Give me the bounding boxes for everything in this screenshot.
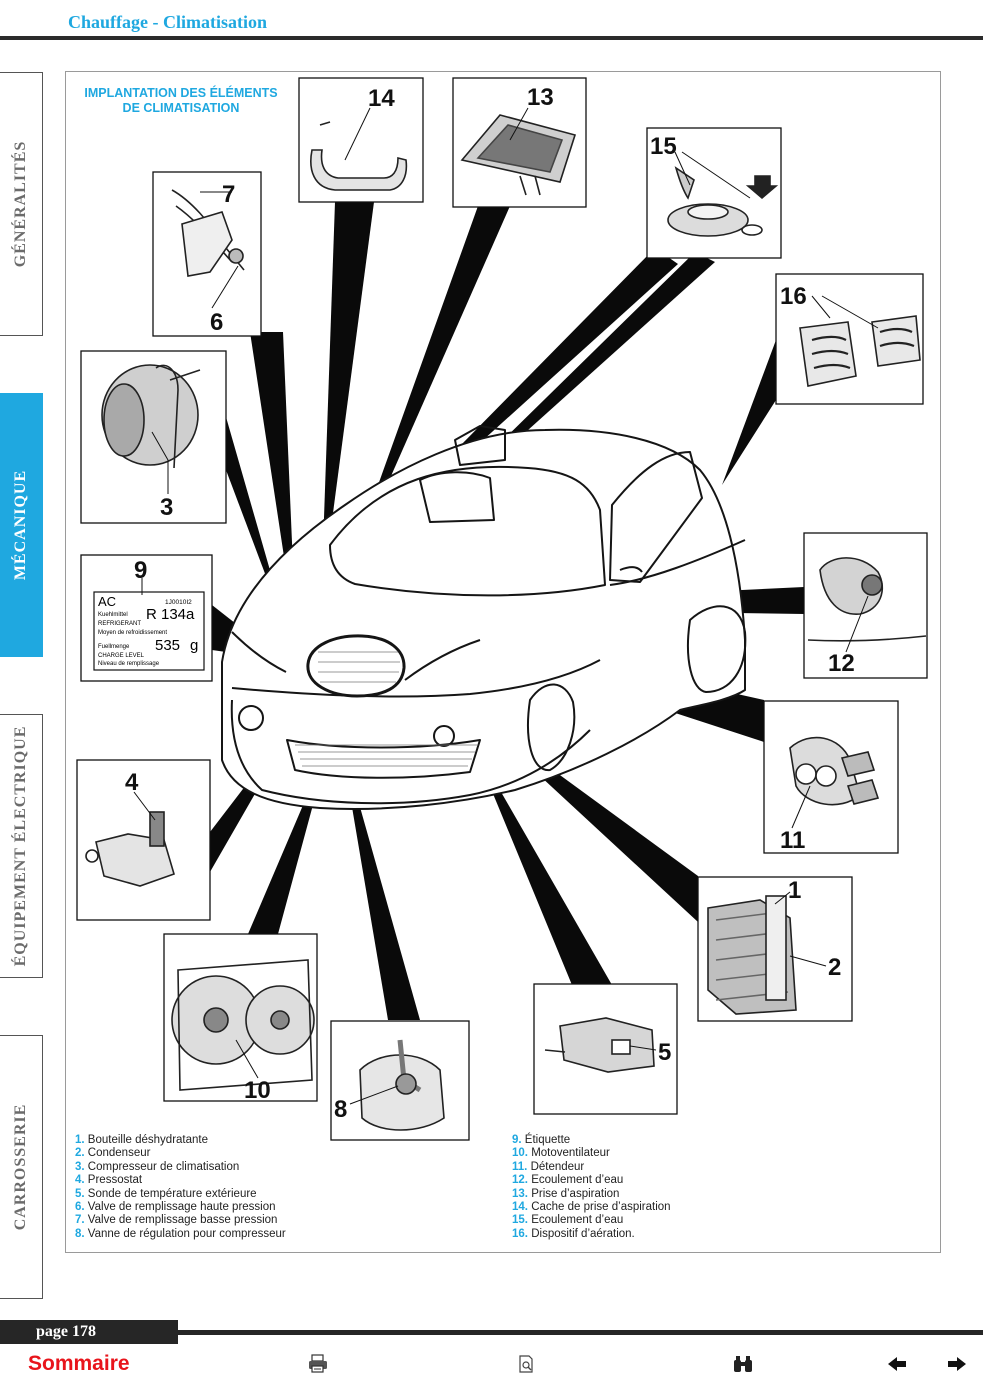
callout-1: 1 [788, 877, 801, 904]
label-card-ac: AC [98, 594, 116, 609]
arrow-left-icon[interactable] [886, 1354, 908, 1374]
diagram-frame [65, 71, 941, 1253]
legend-item: 1. Bouteille déshydratante [75, 1134, 208, 1146]
refrigerant-label-card: AC 1J0010I2 Kuehlmittel R 134a REFRIGERA… [93, 591, 205, 671]
callout-numbers: 1 2 3 4 5 6 7 8 9 10 11 12 13 14 15 16 [125, 84, 855, 1123]
binoculars-icon[interactable] [732, 1354, 754, 1374]
diagram-title: IMPLANTATION DES ÉLÉMENTS DE CLIMATISATI… [72, 86, 290, 116]
diagram-title-line1: IMPLANTATION DES ÉLÉMENTS [84, 86, 278, 100]
arrow-right-icon[interactable] [946, 1354, 968, 1374]
legend-item: 3. Compresseur de climatisation [75, 1160, 240, 1173]
legend-item: 5. Sonde de température extérieure [75, 1187, 257, 1200]
callout-16: 16 [780, 283, 807, 310]
label-card-quantity: 535 [155, 637, 180, 654]
callout-13: 13 [527, 84, 554, 111]
callout-4: 4 [125, 769, 139, 796]
label-card-refrigerant-value: R 134a [146, 606, 195, 623]
callout-10: 10 [244, 1077, 271, 1104]
legend-item: 2. Condenseur [75, 1147, 151, 1160]
page-header-title: Chauffage - Climatisation [68, 12, 267, 32]
legend-item: 11. Détendeur [512, 1160, 585, 1173]
car-drawing [221, 425, 747, 810]
legend-item: 15. Ecoulement d’eau [512, 1214, 624, 1227]
callout-6: 6 [210, 309, 223, 336]
label-card-unit: g [190, 637, 198, 654]
sidebar-tab-equipement-electrique[interactable]: ÉQUIPEMENT ÉLECTRIQUE [0, 714, 43, 978]
label-card-code: 1J0010I2 [165, 599, 192, 606]
legend-right: 9. Étiquette 10. Motoventilateur 11. Dét… [512, 1134, 671, 1241]
legend-item: 8. Vanne de régulation pour compresseur [75, 1227, 286, 1240]
legend-left: 1. Bouteille déshydratante 2. Condenseur… [75, 1134, 286, 1241]
callout-14: 14 [368, 85, 395, 112]
callout-11: 11 [780, 827, 805, 854]
legend-item: 7. Valve de remplissage basse pression [75, 1214, 278, 1227]
legend-item: 16. Dispositif d’aération. [512, 1227, 635, 1240]
callout-leaders [133, 107, 879, 1105]
callout-3: 3 [160, 494, 173, 521]
legend-item: 10. Motoventilateur [512, 1147, 610, 1160]
printer-icon[interactable] [307, 1354, 329, 1374]
callout-9: 9 [134, 557, 147, 584]
callout-12: 12 [828, 650, 855, 677]
header-rule [0, 36, 983, 40]
sidebar-tab-generalites[interactable]: GÉNÉRALITÉS [0, 72, 43, 336]
legend-item: 14. Cache de prise d’aspiration [512, 1201, 671, 1214]
label-card-moyen: Moyen de refroidissement [98, 630, 167, 636]
label-card-kuehlmittel: Kuehlmittel [98, 612, 128, 618]
page-number-label: page 178 [0, 1320, 178, 1344]
label-card-charge-level: CHARGE LEVEL [98, 653, 145, 659]
label-card-fuellmenge: Fuellmenge [98, 644, 130, 650]
inset-drawings [85, 114, 927, 1131]
callout-8: 8 [334, 1096, 347, 1123]
callout-5: 5 [658, 1039, 671, 1066]
legend-item: 9. Étiquette [512, 1134, 571, 1146]
legend-item: 6. Valve de remplissage haute pression [75, 1201, 276, 1214]
callout-15: 15 [650, 133, 677, 160]
diagram-title-line2: DE CLIMATISATION [122, 101, 240, 115]
legend-item: 13. Prise d’aspiration [512, 1187, 620, 1200]
legend-item: 12. Ecoulement d’eau [512, 1174, 624, 1187]
sommaire-link[interactable]: Sommaire [28, 1352, 130, 1375]
label-card-niveau: Niveau de remplissage [98, 661, 160, 667]
sidebar-tab-carrosserie[interactable]: CARROSSERIE [0, 1035, 43, 1299]
footer-rule [178, 1330, 983, 1335]
car-detail-lines [295, 651, 478, 767]
legend-item: 4. Pressostat [75, 1174, 143, 1187]
label-card-refrigerant: REFRIGERANT [98, 621, 141, 627]
sidebar-tab-mecanique[interactable]: MÉCANIQUE [0, 393, 43, 657]
callout-2: 2 [828, 954, 841, 981]
callout-7: 7 [222, 181, 235, 208]
page-zoom-icon[interactable] [516, 1354, 538, 1374]
